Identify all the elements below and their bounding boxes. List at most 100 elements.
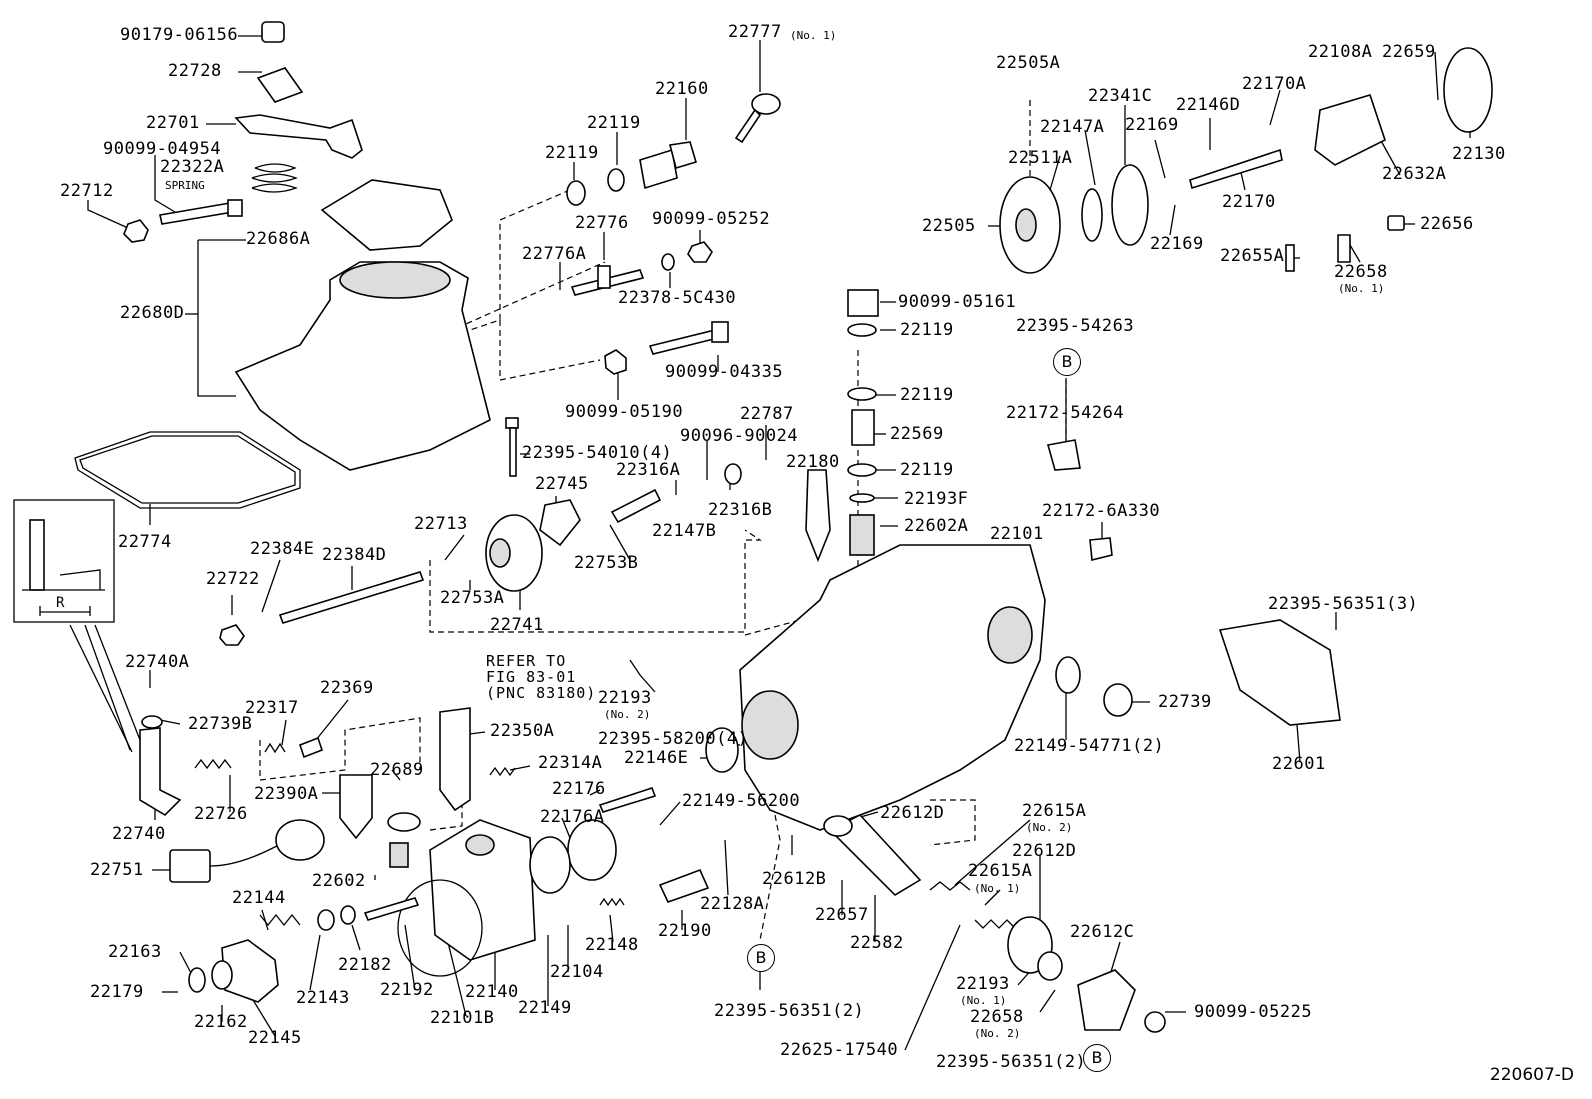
part-label-22101: 22101	[990, 524, 1044, 544]
part-label-22751: 22751	[90, 860, 144, 880]
part-label-22314A: 22314A	[538, 753, 603, 773]
part-label-22119-e: 22119	[900, 460, 954, 480]
part-label-90179-06156: 90179-06156	[120, 25, 239, 45]
part-label-22147A: 22147A	[1040, 117, 1105, 137]
part-label-22193-no2: 22193	[598, 688, 652, 708]
part-sublabel-22193-no1: (No. 1)	[960, 994, 1007, 1007]
part-label-22316B: 22316B	[708, 500, 773, 520]
part-label-22176: 22176	[552, 779, 606, 799]
part-label-22384D: 22384D	[322, 545, 387, 565]
part-sublabel-22615A-b: (No. 1)	[974, 882, 1021, 895]
part-label-22144: 22144	[232, 888, 286, 908]
part-label-90099-05161: 90099-05161	[898, 292, 1017, 312]
part-label-22163: 22163	[108, 942, 162, 962]
part-label-22119-d: 22119	[900, 385, 954, 405]
part-label-22169-b: 22169	[1150, 234, 1204, 254]
part-label-22569: 22569	[890, 424, 944, 444]
part-label-22753B: 22753B	[574, 553, 639, 573]
part-shapes	[13, 21, 1493, 1033]
part-label-22612D-b: 22612D	[1012, 841, 1077, 861]
part-label-22170: 22170	[1222, 192, 1276, 212]
part-label-22787: 22787	[740, 404, 794, 424]
part-label-22511A: 22511A	[1008, 148, 1073, 168]
part-sublabel-22193-no2: (No. 2)	[604, 708, 651, 721]
inset-dimension-label: R	[56, 595, 65, 611]
part-label-22612C: 22612C	[1070, 922, 1135, 942]
part-label-22395-54010: 22395-54010(4)	[522, 443, 673, 463]
part-label-22317: 22317	[245, 698, 299, 718]
part-label-22180: 22180	[786, 452, 840, 472]
part-label-22378-5C430: 22378-5C430	[618, 288, 737, 308]
refer-note-line-2: FIG 83-01	[486, 667, 577, 686]
part-sublabel-22658-top: (No. 1)	[1338, 282, 1385, 295]
part-label-22726: 22726	[194, 804, 248, 824]
part-label-22505A: 22505A	[996, 53, 1061, 73]
part-label-22602: 22602	[312, 871, 366, 891]
part-label-22190: 22190	[658, 921, 712, 941]
part-label-22740A: 22740A	[125, 652, 190, 672]
part-label-22656: 22656	[1420, 214, 1474, 234]
part-label-22740: 22740	[112, 824, 166, 844]
part-label-22193F: 22193F	[904, 489, 969, 509]
part-label-22739: 22739	[1158, 692, 1212, 712]
part-sublabel-22615A-a: (No. 2)	[1026, 821, 1073, 834]
part-label-22776: 22776	[575, 213, 629, 233]
part-label-22632A: 22632A	[1382, 164, 1447, 184]
part-label-22316A: 22316A	[616, 460, 681, 480]
part-label-22149-56200: 22149-56200	[682, 791, 801, 811]
part-label-22143: 22143	[296, 988, 350, 1008]
part-label-22658-no2: 22658	[970, 1007, 1024, 1027]
part-label-22395-54263: 22395-54263	[1016, 316, 1135, 336]
part-label-22659: 22659	[1382, 42, 1436, 62]
part-sublabel-22658-no2: (No. 2)	[974, 1027, 1021, 1040]
leader-lines	[84, 35, 1471, 1063]
part-label-22350A: 22350A	[490, 721, 555, 741]
part-label-22149-54771: 22149-54771(2)	[1014, 736, 1165, 756]
part-label-22776A: 22776A	[522, 244, 587, 264]
part-label-22625-17540: 22625-17540	[780, 1040, 899, 1060]
part-label-22172-6A330: 22172-6A330	[1042, 501, 1161, 521]
part-label-22322A: 22322A	[160, 157, 225, 177]
part-label-22774: 22774	[118, 532, 172, 552]
part-label-22108A: 22108A	[1308, 42, 1373, 62]
part-label-22701: 22701	[146, 113, 200, 133]
part-label-22170A: 22170A	[1242, 74, 1307, 94]
part-label-22505: 22505	[922, 216, 976, 236]
part-label-22390A: 22390A	[254, 784, 319, 804]
part-label-22147B: 22147B	[652, 521, 717, 541]
part-label-22104: 22104	[550, 962, 604, 982]
part-label-22193-no1: 22193	[956, 974, 1010, 994]
part-label-22160: 22160	[655, 79, 709, 99]
refer-note-line-3: (PNC 83180)	[486, 683, 597, 702]
refer-note-line-1: REFER TO	[486, 652, 567, 670]
part-label-90099-05190: 90099-05190	[565, 402, 684, 422]
part-label-22582: 22582	[850, 933, 904, 953]
part-label-22145: 22145	[248, 1028, 302, 1048]
part-sublabel-spring: SPRING	[165, 179, 205, 192]
part-label-22753A: 22753A	[440, 588, 505, 608]
part-label-22680D: 22680D	[120, 303, 185, 323]
part-label-22149: 22149	[518, 998, 572, 1018]
diagram-code: 220607-D	[1489, 1065, 1574, 1085]
part-label-22341C: 22341C	[1088, 86, 1153, 106]
part-label-22148: 22148	[585, 935, 639, 955]
part-label-22658-top: 22658	[1334, 262, 1388, 282]
part-label-22722: 22722	[206, 569, 260, 589]
part-label-22172-54264: 22172-54264	[1006, 403, 1125, 423]
part-label-22369: 22369	[320, 678, 374, 698]
part-label-22615A-b: 22615A	[968, 861, 1033, 881]
part-label-90096-90024: 90096-90024	[680, 426, 799, 446]
part-label-22128A: 22128A	[700, 894, 765, 914]
part-label-90099-05225: 90099-05225	[1194, 1002, 1313, 1022]
part-label-22146E: 22146E	[624, 748, 689, 768]
part-label-22689: 22689	[370, 760, 424, 780]
part-label-22395-56351-2b: 22395-56351(2)	[936, 1052, 1087, 1072]
part-label-90099-04954: 90099-04954	[103, 139, 222, 159]
part-label-22162: 22162	[194, 1012, 248, 1032]
part-label-22777: 22777	[728, 22, 782, 42]
part-label-22601: 22601	[1272, 754, 1326, 774]
part-label-22713: 22713	[414, 514, 468, 534]
part-label-90099-05252: 90099-05252	[652, 209, 771, 229]
part-label-22655A: 22655A	[1220, 246, 1285, 266]
